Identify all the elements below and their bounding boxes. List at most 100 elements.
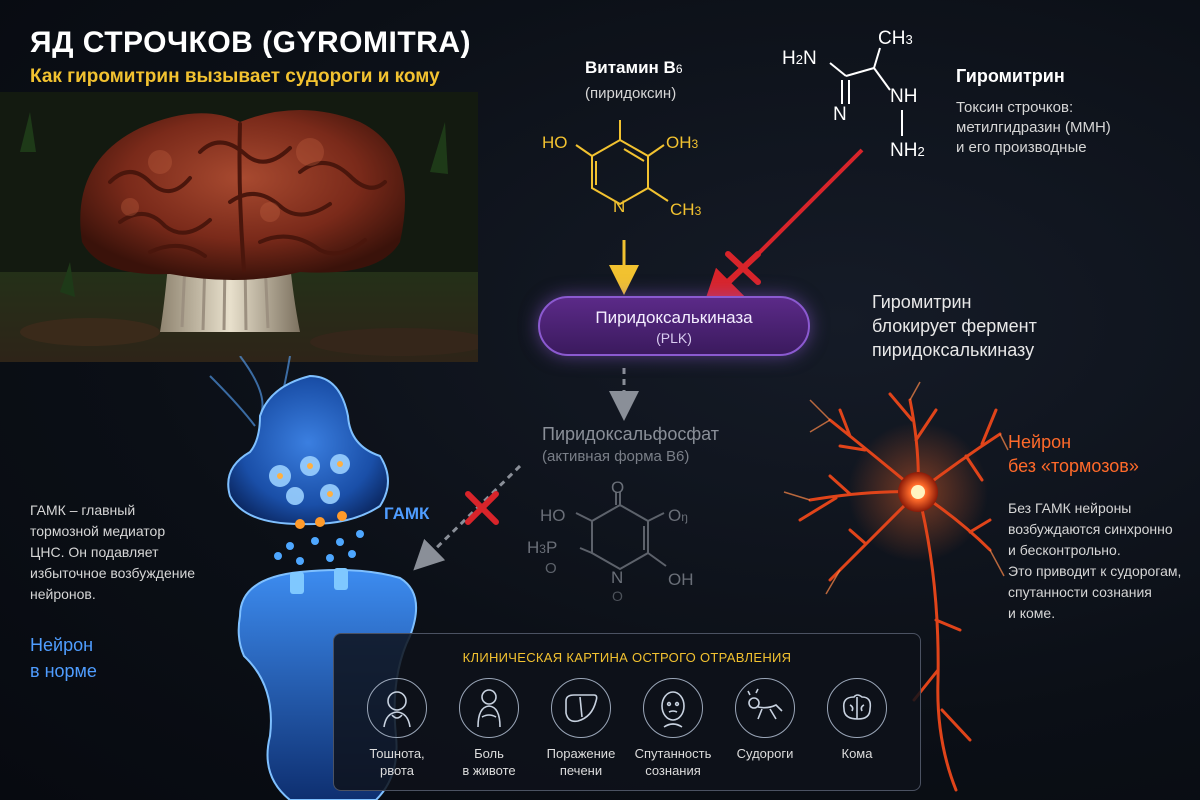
liver-icon (551, 678, 611, 738)
excited-neuron-title: Нейрон без «тормозов» (1008, 430, 1139, 478)
symptom-seizures: Судороги (720, 678, 810, 762)
methyl-label: CH3 (670, 200, 701, 220)
excited-desc-line: и коме. (1008, 605, 1056, 621)
product-subtitle: (активная форма B6) (542, 448, 690, 465)
enzyme-plk: Пиридоксалькиназа (PLK) (538, 296, 810, 356)
gaba-label: ГАМК (384, 504, 430, 523)
gaba-description: ГАМК – главный тормозной медиатор ЦНС. О… (30, 500, 195, 605)
symptom-label-line: сознания (645, 763, 701, 778)
symptom-abdominal-pain: Боль в животе (444, 678, 534, 779)
toxin-desc-line: Токсин строчков: (956, 99, 1074, 116)
abdominal-pain-icon (459, 678, 519, 738)
normal-neuron-line: Нейрон (30, 635, 94, 655)
symptom-label-line: Тошнота, (369, 746, 425, 761)
hydroxyl-right-sub: 3 (691, 137, 699, 151)
excited-desc-line: Это приводит к судорогам, (1008, 563, 1182, 579)
product-hydroxyl-left: HO (540, 506, 566, 525)
product-h: H (527, 538, 540, 557)
hydroxyl-label-right: OH3 (666, 133, 698, 153)
symptom-label-line: Спутанность (634, 746, 712, 761)
product-hydroxyl-right: OH (668, 570, 694, 589)
clinical-panel-title: КЛИНИЧЕСКАЯ КАРТИНА ОСТРОГО ОТРАВЛЕНИЯ (462, 650, 792, 665)
symptom-label: Судороги (720, 745, 810, 762)
symptom-label-line: в животе (462, 763, 516, 778)
gaba-desc-line: тормозной медиатор (30, 523, 166, 539)
amine-label: H2N (782, 48, 817, 70)
confusion-icon (643, 678, 703, 738)
enzyme-block-x-icon (725, 251, 761, 285)
product-bottom-o: O (612, 588, 623, 604)
block-note-line: Гиромитрин (872, 292, 972, 312)
vitamin-subname: (пиридоксин) (585, 85, 677, 102)
symptom-liver-damage: Поражение печени (536, 678, 626, 779)
symptom-confusion: Спутанность сознания (628, 678, 718, 779)
excited-desc-line: спутанности сознания (1008, 584, 1152, 600)
block-note-line: блокирует фермент (872, 316, 1037, 336)
toxin-methyl-text: CH (878, 28, 906, 49)
symptom-label-line: печени (559, 763, 603, 778)
gyromitrin-structure (829, 47, 903, 136)
symptom-label: Боль в животе (444, 745, 534, 779)
excited-desc-line: Без ГАМК нейроны (1008, 500, 1132, 516)
methyl-sub: 3 (694, 204, 702, 218)
hydroxyl-label-left: HO (542, 133, 568, 152)
enzyme-abbr: (PLK) (656, 330, 692, 346)
pyridoxine-structure (575, 120, 669, 206)
toxin-desc-line: метилгидразин (ММН) (956, 119, 1111, 136)
block-note: Гиромитрин блокирует фермент пиридоксаль… (872, 290, 1037, 362)
methyl-text: CH (670, 200, 695, 219)
product-phosphate-o: O (545, 560, 557, 577)
product-oxygen-right-sub: ŋ (681, 510, 688, 524)
vitamin-b6-heading: Витамин В6 (585, 58, 683, 78)
gaba-desc-line: нейронов. (30, 586, 96, 602)
excited-desc-line: и бесконтрольно. (1008, 542, 1121, 558)
vitamin-number: 6 (675, 62, 683, 76)
product-nitrogen: N (611, 568, 624, 587)
amine-sub: 2 (795, 52, 803, 67)
imine-nitrogen-label: N (833, 104, 847, 125)
symptom-label: Тошнота, рвота (352, 745, 442, 779)
seizure-icon (735, 678, 795, 738)
toxin-name: Гиромитрин (956, 66, 1065, 86)
excited-neuron-illustration (783, 381, 1009, 792)
product-p: P (545, 538, 558, 557)
normal-neuron-line: в норме (30, 661, 97, 681)
amine-n: N (802, 48, 817, 69)
pyridine-nitrogen-label: N (613, 197, 626, 216)
symptom-label-line: Боль (474, 746, 504, 761)
symptom-label-line: Кома (841, 746, 873, 761)
product-h-sub: 3 (539, 542, 546, 556)
hydrazine-nh2-label: NH2 (890, 140, 925, 162)
page-subtitle: Как гиромитрин вызывает судороги и кому (30, 66, 440, 87)
toxin-description: Токсин строчков: метилгидразин (ММН) и е… (956, 98, 1111, 158)
symptom-label: Кома (812, 745, 902, 762)
excited-neuron-description: Без ГАМК нейроны возбуждаются синхронно … (1008, 498, 1181, 624)
product-oxygen-right: Oŋ (668, 506, 688, 526)
product-oxygen-right-text: O (668, 506, 682, 525)
symptom-nausea: Тошнота, рвота (352, 678, 442, 779)
symptom-label-line: Судороги (736, 746, 794, 761)
toxin-methyl-sub: 3 (905, 32, 913, 47)
symptom-label: Поражение печени (536, 745, 626, 779)
page-title: ЯД СТРОЧКОВ (GYROMITRA) (30, 26, 471, 59)
excited-title-line: Нейрон (1008, 432, 1072, 452)
gaba-desc-line: ГАМК – главный (30, 502, 136, 518)
symptom-label: Спутанность сознания (628, 745, 718, 779)
symptom-label-line: рвота (380, 763, 414, 778)
hydroxyl-right-text: OH (666, 133, 692, 152)
pyridoxal-phosphate-structure (575, 492, 667, 571)
symptom-label-line: Поражение (546, 746, 616, 761)
toxin-desc-line: и его производные (956, 139, 1087, 156)
gaba-block-x-icon (465, 491, 499, 525)
toxin-methyl-label: CH3 (878, 28, 913, 50)
vitamin-name: Витамин В (585, 58, 676, 77)
product-phosphate-label: H3P (527, 538, 557, 558)
excited-title-line: без «тормозов» (1008, 456, 1139, 476)
clinical-picture-panel: КЛИНИЧЕСКАЯ КАРТИНА ОСТРОГО ОТРАВЛЕНИЯ Т… (333, 633, 921, 791)
block-note-line: пиридоксалькиназу (872, 340, 1035, 360)
hydrazine-nh2-text: NH (890, 140, 918, 161)
enzyme-name: Пиридоксалькиназа (595, 308, 753, 327)
brain-icon (827, 678, 887, 738)
